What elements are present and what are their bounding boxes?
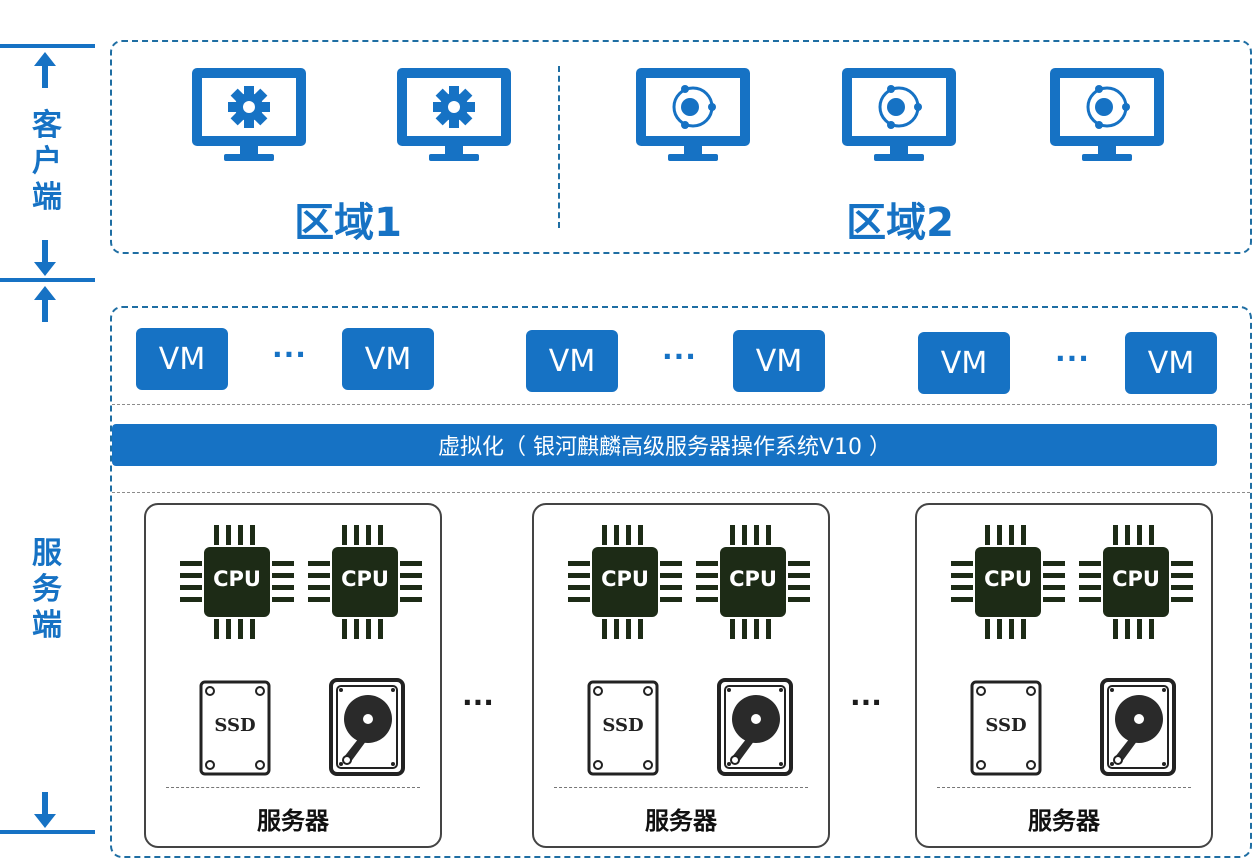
hard-disk-icon — [1100, 678, 1176, 776]
ssd-label: SSD — [214, 715, 256, 736]
vm-box: VM — [526, 330, 618, 392]
server-separator — [166, 787, 420, 788]
server-label: 服务器 — [645, 807, 717, 835]
server-card: CPU CPU SSD 服务器 — [532, 503, 830, 848]
client-label-char: 户 — [32, 144, 62, 179]
server-label-char: 端 — [32, 608, 62, 643]
client-server-divider-line — [0, 278, 95, 282]
virtualization-separator — [112, 492, 1250, 493]
client-label-char: 客 — [32, 108, 62, 143]
server-card: CPU CPU SSD 服务器 — [144, 503, 442, 848]
server-label: 服务器 — [257, 807, 329, 835]
vm-box: VM — [733, 330, 825, 392]
cpu-label: CPU — [1112, 567, 1160, 591]
cpu-chip-icon — [1079, 525, 1193, 639]
region-title: 区域1 — [294, 200, 402, 246]
arrow-down-icon — [34, 240, 56, 276]
ssd-label: SSD — [602, 715, 644, 736]
arrow-down-icon — [34, 792, 56, 828]
vm-ellipsis: ··· — [272, 338, 307, 371]
vm-box: VM — [342, 328, 434, 390]
vm-separator — [112, 404, 1250, 405]
cpu-label: CPU — [213, 567, 261, 591]
virtualization-bar: 虚拟化（ 银河麒麟高级服务器操作系统V10 ） — [112, 424, 1217, 466]
server-card: CPU CPU SSD 服务器 — [915, 503, 1213, 848]
server-side-label: 服 务 端 — [22, 536, 72, 644]
cpu-chip-icon — [568, 525, 682, 639]
server-label-char: 务 — [32, 572, 62, 607]
orbit-monitor-icon — [636, 68, 750, 161]
cpu-label: CPU — [601, 567, 649, 591]
cpu-chip-icon — [180, 525, 294, 639]
region-divider — [558, 66, 560, 228]
hard-disk-icon — [717, 678, 793, 776]
vm-box: VM — [918, 332, 1010, 394]
server-separator — [554, 787, 808, 788]
vm-box: VM — [1125, 332, 1217, 394]
server-area-box — [110, 306, 1252, 858]
client-label-char: 端 — [32, 180, 62, 215]
server-ellipsis: ··· — [462, 686, 494, 719]
vm-ellipsis: ··· — [662, 340, 697, 373]
cpu-label: CPU — [984, 567, 1032, 591]
ssd-drive-icon — [970, 680, 1042, 776]
ssd-label: SSD — [985, 715, 1027, 736]
gear-monitor-icon — [397, 68, 511, 161]
cpu-chip-icon — [951, 525, 1065, 639]
cpu-chip-icon — [696, 525, 810, 639]
arrow-up-icon — [34, 52, 56, 88]
cpu-label: CPU — [729, 567, 777, 591]
hard-disk-icon — [329, 678, 405, 776]
server-ellipsis: ··· — [850, 686, 882, 719]
client-side-label: 客 户 端 — [22, 108, 72, 216]
server-bottom-line — [0, 830, 95, 834]
server-label: 服务器 — [1028, 807, 1100, 835]
arrow-up-icon — [34, 286, 56, 322]
ssd-drive-icon — [199, 680, 271, 776]
vm-box: VM — [136, 328, 228, 390]
vm-ellipsis: ··· — [1055, 342, 1090, 375]
cpu-label: CPU — [341, 567, 389, 591]
gear-monitor-icon — [192, 68, 306, 161]
server-separator — [937, 787, 1191, 788]
orbit-monitor-icon — [1050, 68, 1164, 161]
client-area-box — [110, 40, 1252, 254]
server-label-char: 服 — [32, 536, 62, 571]
region-title: 区域2 — [846, 200, 954, 246]
cpu-chip-icon — [308, 525, 422, 639]
client-top-line — [0, 44, 95, 48]
orbit-monitor-icon — [842, 68, 956, 161]
ssd-drive-icon — [587, 680, 659, 776]
